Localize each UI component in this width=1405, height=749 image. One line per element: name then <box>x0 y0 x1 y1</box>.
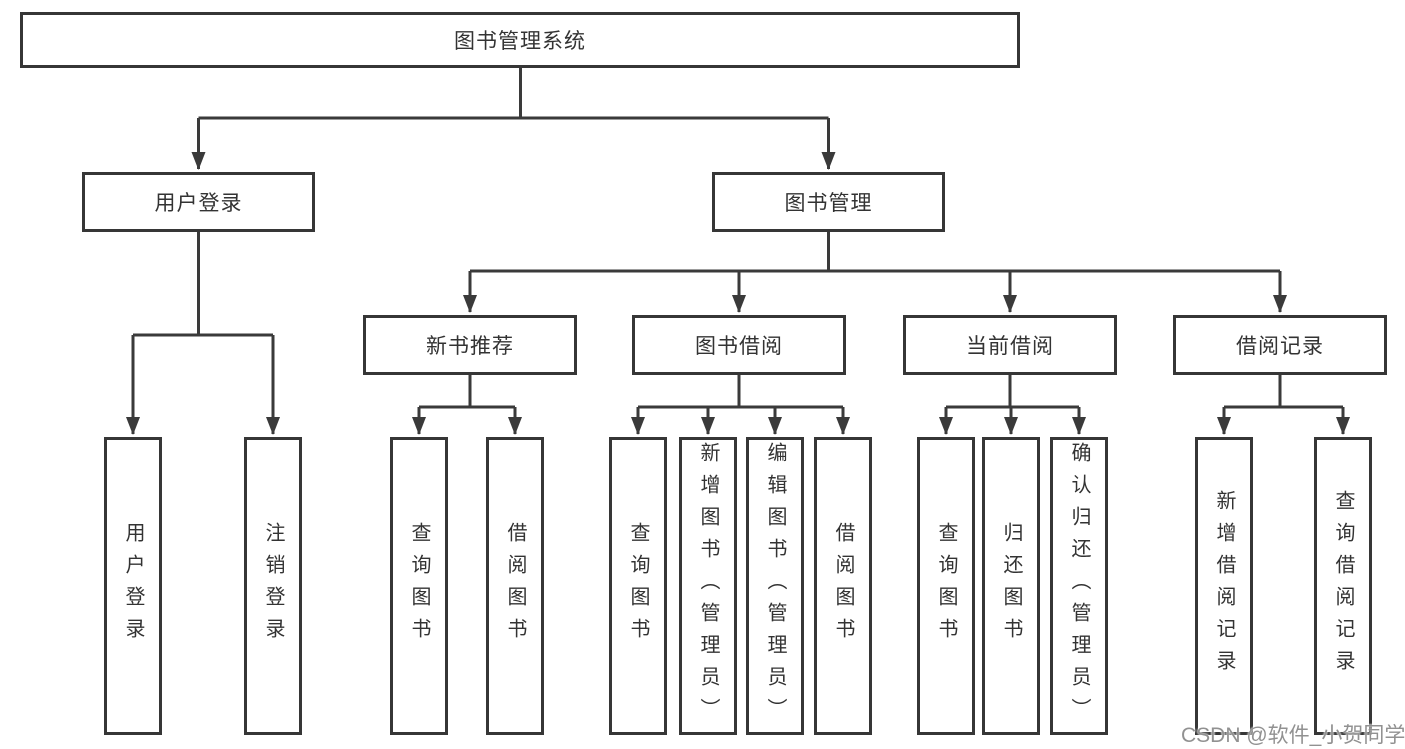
node-label: 图书管理系统 <box>454 30 586 53</box>
node-label: 查询图书 <box>627 522 649 650</box>
watermark: CSDN @软件_小贺同学 <box>1181 724 1405 747</box>
node-current-borrowing: 当前借阅 <box>903 315 1117 375</box>
leaf-query-books-1: 查询图书 <box>390 437 448 735</box>
leaf-query-borrow-record: 查询借阅记录 <box>1314 437 1372 735</box>
node-label: 当前借阅 <box>966 335 1054 358</box>
leaf-user-login: 用户登录 <box>104 437 162 735</box>
node-label: 新增图书（管理员） <box>697 442 719 730</box>
leaf-confirm-return-admin: 确认归还（管理员） <box>1050 437 1108 735</box>
node-label: 归还图书 <box>1000 522 1022 650</box>
node-label: 图书管理 <box>784 192 873 215</box>
leaf-return-books: 归还图书 <box>982 437 1040 735</box>
node-borrowing-records: 借阅记录 <box>1173 315 1387 375</box>
node-label: 借阅图书 <box>504 522 526 650</box>
leaf-edit-books-admin: 编辑图书（管理员） <box>746 437 804 735</box>
leaf-logout: 注销登录 <box>244 437 302 735</box>
node-label: 图书借阅 <box>695 335 783 358</box>
node-label: 查询图书 <box>935 522 957 650</box>
node-label: 新增借阅记录 <box>1213 490 1235 682</box>
node-label: 编辑图书（管理员） <box>764 442 786 730</box>
node-label: 借阅图书 <box>832 522 854 650</box>
node-label: 新书推荐 <box>426 335 514 358</box>
node-book-borrowing: 图书借阅 <box>632 315 846 375</box>
node-label: 注销登录 <box>262 522 284 650</box>
leaf-query-books-2: 查询图书 <box>609 437 667 735</box>
leaf-add-books-admin: 新增图书（管理员） <box>679 437 737 735</box>
node-label: 用户登录 <box>122 522 144 650</box>
leaf-query-books-3: 查询图书 <box>917 437 975 735</box>
node-label: 用户登录 <box>154 192 243 215</box>
leaf-borrow-books-2: 借阅图书 <box>814 437 872 735</box>
node-new-book-recommendation: 新书推荐 <box>363 315 577 375</box>
node-label: 确认归还（管理员） <box>1068 442 1090 730</box>
node-label: 查询借阅记录 <box>1332 490 1354 682</box>
node-user-login: 用户登录 <box>82 172 315 232</box>
leaf-borrow-books-1: 借阅图书 <box>486 437 544 735</box>
node-label: 查询图书 <box>408 522 430 650</box>
node-library-management-system: 图书管理系统 <box>20 12 1020 68</box>
leaf-add-borrow-record: 新增借阅记录 <box>1195 437 1253 735</box>
node-book-management: 图书管理 <box>712 172 945 232</box>
node-label: 借阅记录 <box>1236 335 1324 358</box>
